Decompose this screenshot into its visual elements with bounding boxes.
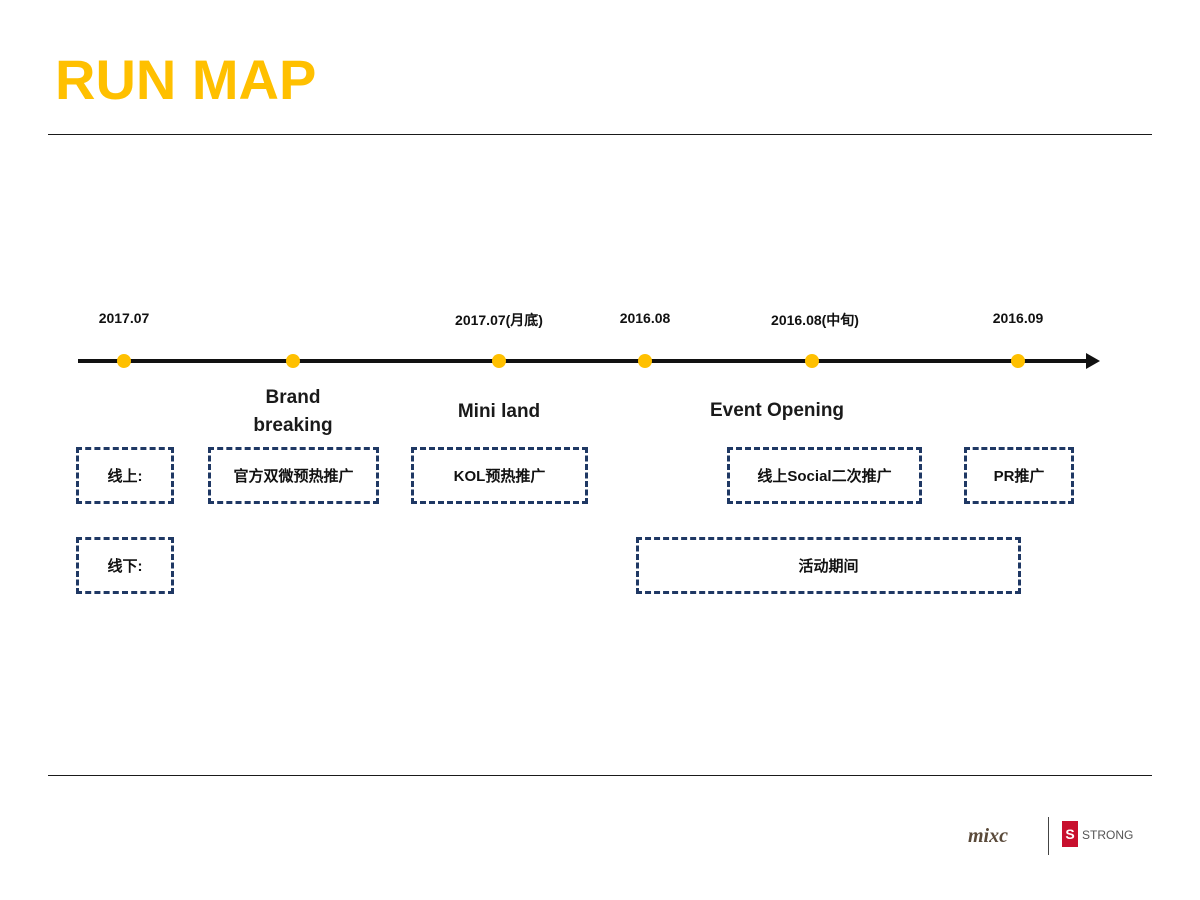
milestone-dot-5 (805, 354, 819, 368)
milestone-dot-6 (1011, 354, 1025, 368)
strong-logo-text: STRONG (1082, 828, 1134, 842)
date-label-2: 2017.07(月底) (455, 312, 543, 328)
footer-logos: mixc S STRONG (968, 815, 1158, 857)
milestone-dot-3 (492, 354, 506, 368)
social-secondary-box: 线上Social二次推广 (727, 447, 922, 504)
phase-mini-land: Mini land (457, 401, 541, 422)
milestone-dot-2 (286, 354, 300, 368)
event-period-box: 活动期间 (636, 537, 1021, 594)
s-logo-icon: S (1062, 821, 1078, 847)
logo-divider (1048, 817, 1049, 855)
date-label-5: 2016.09 (992, 310, 1044, 326)
bottom-divider (48, 775, 1152, 776)
timeline-arrowhead (1086, 353, 1100, 369)
milestone-dot-4 (638, 354, 652, 368)
online-row-label: 线上: (76, 447, 174, 504)
page-title: RUN MAP (55, 48, 317, 111)
date-label-3: 2016.08 (619, 310, 671, 326)
phase-brand-line1: Brand (265, 387, 321, 408)
phase-event-opening: Event Opening (709, 400, 845, 421)
mixc-logo: mixc (968, 825, 1008, 847)
milestone-dot-1 (117, 354, 131, 368)
kol-preheat-box: KOL预热推广 (411, 447, 588, 504)
official-preheat-box: 官方双微预热推广 (208, 447, 379, 504)
phase-brand-breaking: Brand breaking (253, 384, 332, 440)
pr-box: PR推广 (964, 447, 1074, 504)
top-divider (48, 134, 1152, 135)
date-label-4: 2016.08(中旬) (771, 312, 859, 328)
phase-brand-line2: breaking (253, 415, 333, 436)
date-label-1: 2017.07 (98, 310, 150, 326)
offline-row-label: 线下: (76, 537, 174, 594)
